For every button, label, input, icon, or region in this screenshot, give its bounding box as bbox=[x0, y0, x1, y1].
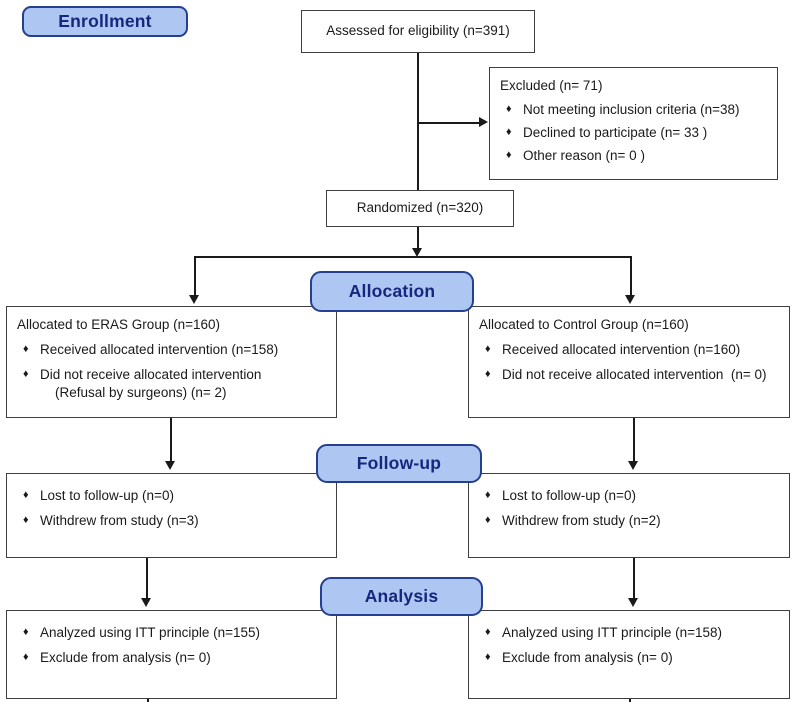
allocation-eras-item-text: Received allocated intervention (n=158) bbox=[40, 342, 279, 358]
analysis-eras-item-text: Exclude from analysis (n= 0) bbox=[40, 650, 211, 665]
analysis-eras-item-text: Analyzed using ITT principle (n=155) bbox=[40, 625, 260, 640]
arrowhead-eras-followup bbox=[165, 461, 175, 470]
allocation-eras-item-text: Did not receive allocated intervention (… bbox=[40, 367, 262, 401]
excluded-item-text: Other reason (n= 0 ) bbox=[523, 148, 645, 164]
allocation-eras-item: ♦ Did not receive allocated intervention… bbox=[23, 363, 326, 402]
arrowhead-excluded bbox=[479, 117, 488, 127]
bottom-stub-right bbox=[629, 698, 631, 702]
followup-eras-item-text: Lost to follow-up (n=0) bbox=[40, 488, 174, 503]
connector-split-eras bbox=[194, 256, 196, 295]
allocation-control-item: ♦ Did not receive allocated intervention… bbox=[485, 363, 779, 388]
allocation-control-item: ♦ Received allocated intervention (n=160… bbox=[485, 338, 779, 363]
diamond-bullet-icon: ♦ bbox=[23, 651, 29, 663]
connector-excluded-branch bbox=[417, 122, 480, 124]
randomized-text: Randomized (n=320) bbox=[356, 200, 484, 216]
diamond-bullet-icon: ♦ bbox=[23, 343, 29, 356]
diamond-bullet-icon: ♦ bbox=[485, 343, 491, 356]
connector-split-control bbox=[630, 256, 632, 295]
connector-control-analysis bbox=[633, 558, 635, 598]
box-randomized: Randomized (n=320) bbox=[326, 190, 514, 227]
stage-badge-enrollment: Enrollment bbox=[22, 6, 188, 37]
box-excluded: Excluded (n= 71) ♦ Not meeting inclusion… bbox=[489, 67, 778, 180]
analysis-eras-item: ♦ Exclude from analysis (n= 0) bbox=[23, 646, 326, 671]
box-followup-control: ♦ Lost to follow-up (n=0) ♦ Withdrew fro… bbox=[468, 473, 790, 558]
diamond-bullet-icon: ♦ bbox=[485, 651, 491, 663]
arrowhead-split-control bbox=[625, 295, 635, 304]
allocation-eras-item: ♦ Received allocated intervention (n=158… bbox=[23, 338, 326, 363]
allocation-eras-title: Allocated to ERAS Group (n=160) bbox=[17, 317, 220, 332]
diamond-bullet-icon: ♦ bbox=[23, 626, 29, 638]
box-allocation-control: Allocated to Control Group (n=160) ♦ Rec… bbox=[468, 306, 790, 418]
diamond-bullet-icon: ♦ bbox=[23, 368, 29, 381]
bottom-stub-left bbox=[147, 698, 149, 702]
analysis-control-item: ♦ Analyzed using ITT principle (n=158) bbox=[485, 621, 779, 646]
followup-control-item-text: Lost to follow-up (n=0) bbox=[502, 488, 636, 503]
diamond-bullet-icon: ♦ bbox=[485, 626, 491, 638]
arrowhead-randomized-split bbox=[412, 248, 422, 257]
arrowhead-control-analysis bbox=[628, 598, 638, 607]
arrowhead-eras-analysis bbox=[141, 598, 151, 607]
followup-eras-item: ♦ Lost to follow-up (n=0) bbox=[23, 484, 326, 509]
analysis-control-item-text: Analyzed using ITT principle (n=158) bbox=[502, 625, 722, 640]
excluded-item-text: Not meeting inclusion criteria (n=38) bbox=[523, 102, 740, 118]
connector-control-followup bbox=[633, 418, 635, 461]
allocation-control-item-text: Did not receive allocated intervention (… bbox=[502, 367, 767, 383]
stage-badge-analysis: Analysis bbox=[320, 577, 483, 616]
followup-control-item: ♦ Lost to follow-up (n=0) bbox=[485, 484, 779, 509]
diamond-bullet-icon: ♦ bbox=[23, 514, 29, 526]
diamond-bullet-icon: ♦ bbox=[485, 368, 491, 381]
excluded-item-text: Declined to participate (n= 33 ) bbox=[523, 125, 708, 141]
followup-eras-item-text: Withdrew from study (n=3) bbox=[40, 513, 199, 528]
analysis-control-item: ♦ Exclude from analysis (n= 0) bbox=[485, 646, 779, 671]
assessed-text: Assessed for eligibility (n=391) bbox=[326, 23, 510, 39]
analysis-control-item-text: Exclude from analysis (n= 0) bbox=[502, 650, 673, 665]
stage-badge-followup: Follow-up bbox=[316, 444, 482, 483]
followup-eras-item: ♦ Withdrew from study (n=3) bbox=[23, 509, 326, 534]
analysis-eras-item: ♦ Analyzed using ITT principle (n=155) bbox=[23, 621, 326, 646]
arrowhead-control-followup bbox=[628, 461, 638, 470]
connector-assessed-randomized bbox=[417, 53, 419, 190]
stage-badge-allocation: Allocation bbox=[310, 271, 474, 312]
excluded-item: ♦ Declined to participate (n= 33 ) bbox=[506, 122, 767, 145]
excluded-title: Excluded (n= 71) bbox=[500, 78, 603, 93]
box-followup-eras: ♦ Lost to follow-up (n=0) ♦ Withdrew fro… bbox=[6, 473, 337, 558]
box-assessed: Assessed for eligibility (n=391) bbox=[301, 10, 535, 53]
followup-control-item-text: Withdrew from study (n=2) bbox=[502, 513, 661, 528]
connector-randomized-split bbox=[417, 227, 419, 249]
box-analysis-eras: ♦ Analyzed using ITT principle (n=155) ♦… bbox=[6, 610, 337, 699]
diamond-bullet-icon: ♦ bbox=[506, 103, 512, 116]
diamond-bullet-icon: ♦ bbox=[23, 489, 29, 501]
diamond-bullet-icon: ♦ bbox=[506, 126, 512, 139]
diamond-bullet-icon: ♦ bbox=[485, 489, 491, 501]
box-analysis-control: ♦ Analyzed using ITT principle (n=158) ♦… bbox=[468, 610, 790, 699]
connector-eras-followup bbox=[170, 418, 172, 461]
excluded-item: ♦ Not meeting inclusion criteria (n=38) bbox=[506, 99, 767, 122]
connector-eras-analysis bbox=[146, 558, 148, 598]
allocation-control-item-text: Received allocated intervention (n=160) bbox=[502, 342, 741, 358]
box-allocation-eras: Allocated to ERAS Group (n=160) ♦ Receiv… bbox=[6, 306, 337, 418]
diamond-bullet-icon: ♦ bbox=[506, 149, 512, 162]
diamond-bullet-icon: ♦ bbox=[485, 514, 491, 526]
allocation-control-title: Allocated to Control Group (n=160) bbox=[479, 317, 689, 332]
excluded-item: ♦ Other reason (n= 0 ) bbox=[506, 145, 767, 168]
followup-control-item: ♦ Withdrew from study (n=2) bbox=[485, 509, 779, 534]
arrowhead-split-eras bbox=[189, 295, 199, 304]
